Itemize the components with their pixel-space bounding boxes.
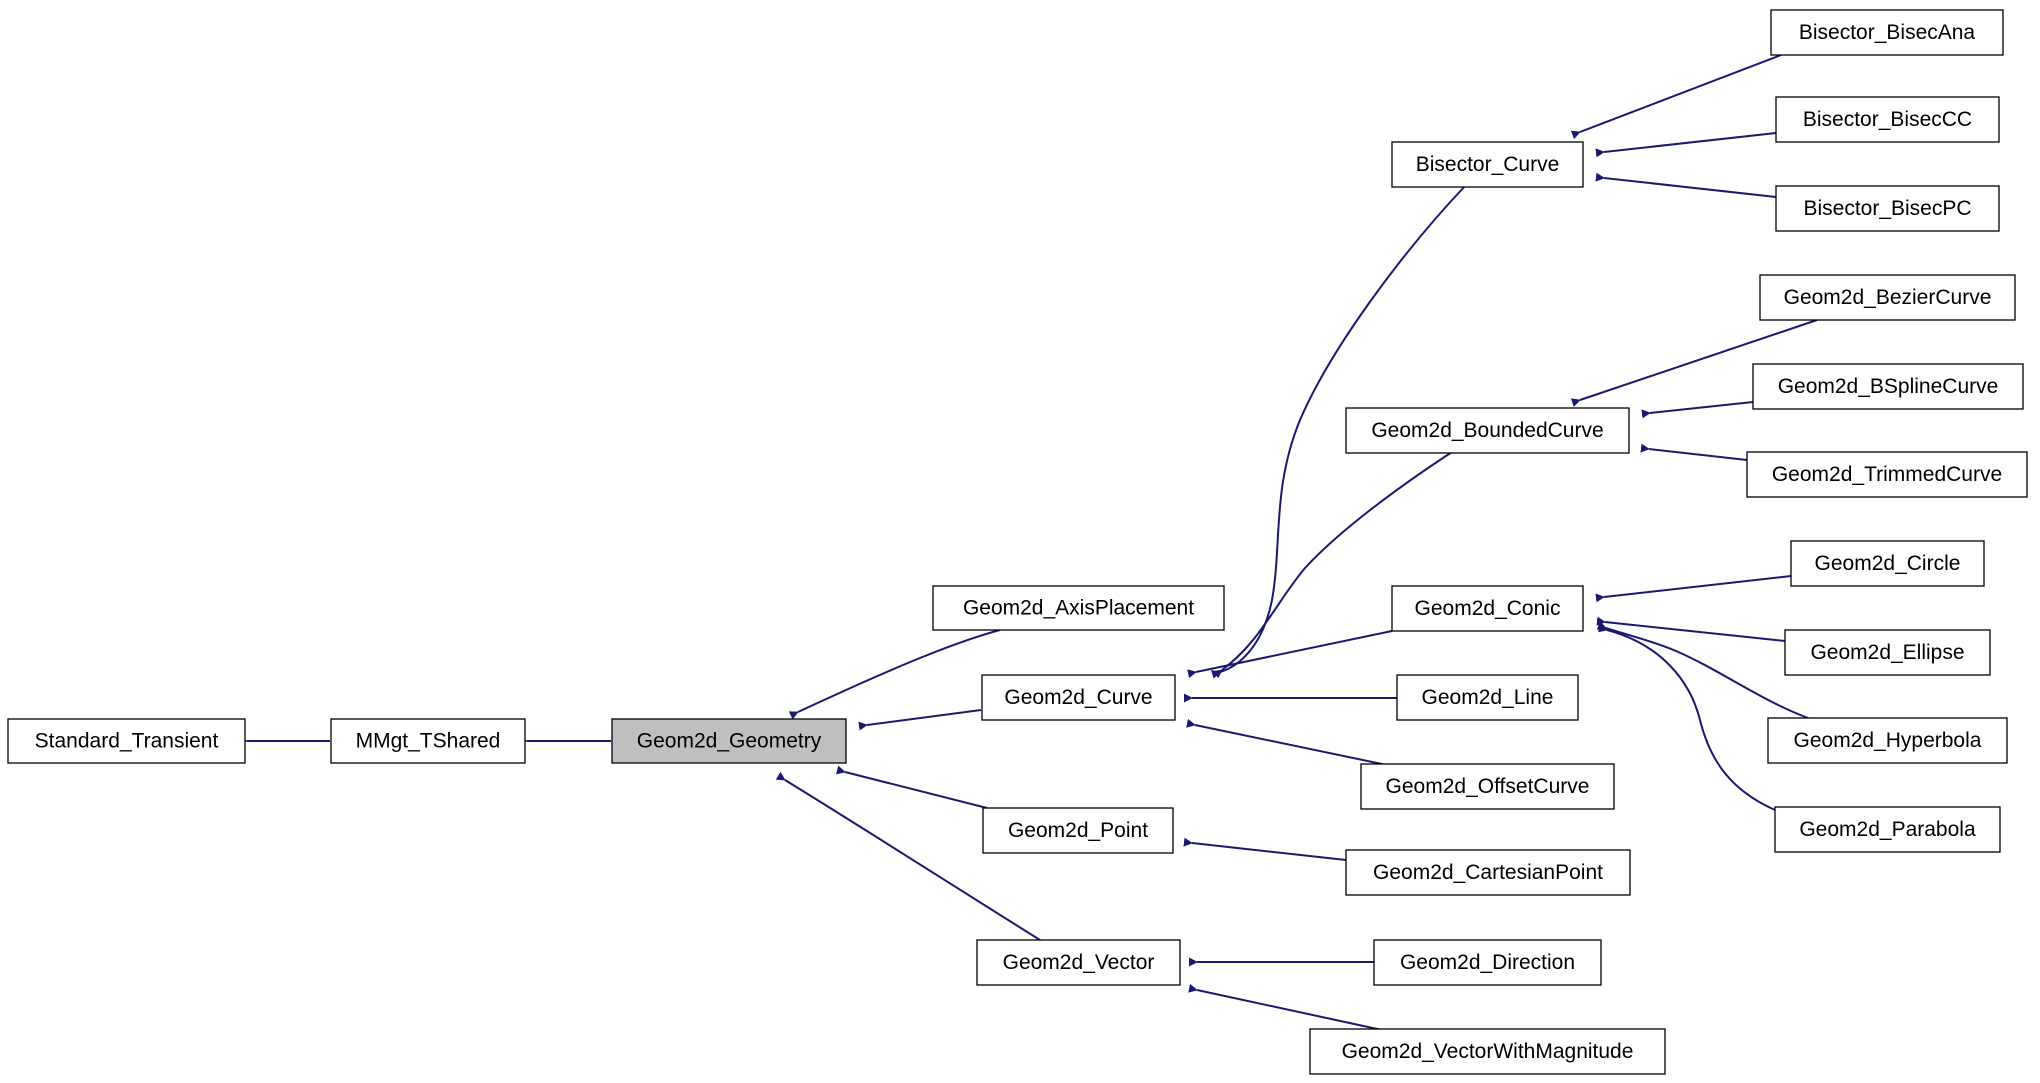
node-label: Bisector_BisecPC <box>1803 197 1971 220</box>
node-geom2d-parabola[interactable]: Geom2d_Parabola <box>1774 806 2001 853</box>
edge-bisector-curve-to-geom2d-curve <box>1210 185 1466 679</box>
node-geom2d-direction[interactable]: Geom2d_Direction <box>1373 939 1602 986</box>
edge-geom2d-trimmedcurve-to-geom2d-boundedcurve <box>1640 443 1748 461</box>
node-geom2d-trimmedcurve[interactable]: Geom2d_TrimmedCurve <box>1746 451 2028 498</box>
node-label: Geom2d_OffsetCurve <box>1386 775 1590 798</box>
node-geom2d-ellipse[interactable]: Geom2d_Ellipse <box>1784 629 1991 676</box>
edge-geom2d-point-to-geom2d-geometry <box>836 765 988 809</box>
node-geom2d-axisplacement[interactable]: Geom2d_AxisPlacement <box>932 585 1225 631</box>
edge-bisector-bisecpc-to-bisector-curve <box>1595 172 1777 198</box>
node-bisector-bisecCC[interactable]: Bisector_BisecCC <box>1775 96 2000 143</box>
edge-geom2d-axisplacement-to-geom2d-geometry <box>788 629 1001 720</box>
node-label: Geom2d_TrimmedCurve <box>1772 463 2002 486</box>
edge-geom2d-curve-to-geom2d-geometry <box>858 709 982 731</box>
node-geom2d-point[interactable]: Geom2d_Point <box>982 807 1174 854</box>
edge-geom2d-vectorwithmagnitude-to-geom2d-vector <box>1188 983 1383 1031</box>
node-label: Bisector_Curve <box>1416 153 1560 176</box>
node-label: Geom2d_AxisPlacement <box>963 597 1194 620</box>
node-geom2d-offsetcurve[interactable]: Geom2d_OffsetCurve <box>1360 763 1615 810</box>
edge-geom2d-ellipse-to-geom2d-conic <box>1596 616 1786 642</box>
edge-geom2d-parabola-to-geom2d-conic <box>1598 623 1776 811</box>
edge-geom2d-hyperbola-to-geom2d-conic <box>1596 621 1809 719</box>
node-geom2d-line[interactable]: Geom2d_Line <box>1396 674 1579 721</box>
node-label: Geom2d_BoundedCurve <box>1371 419 1603 442</box>
node-label: Geom2d_BSplineCurve <box>1778 375 1999 398</box>
edge-geom2d-vector-to-geom2d-geometry <box>775 771 1041 941</box>
node-geom2d-beziercurve[interactable]: Geom2d_BezierCurve <box>1759 274 2016 321</box>
node-geom2d-vectorwithmagnitude[interactable]: Geom2d_VectorWithMagnitude <box>1309 1028 1666 1075</box>
node-label: Geom2d_Curve <box>1004 686 1152 709</box>
node-label: Standard_Transient <box>35 730 219 753</box>
edges-layer <box>238 54 1818 1031</box>
node-label: Geom2d_Line <box>1422 686 1554 709</box>
node-label: Geom2d_Vector <box>1003 951 1155 974</box>
node-label: Geom2d_Ellipse <box>1810 641 1964 664</box>
edge-geom2d-bsplinecurve-to-geom2d-boundedcurve <box>1641 401 1754 419</box>
edge-geom2d-offsetcurve-to-geom2d-curve <box>1186 718 1383 765</box>
node-label: Geom2d_Direction <box>1400 951 1575 974</box>
node-bisector-bisecpc[interactable]: Bisector_BisecPC <box>1775 185 2000 232</box>
nodes-layer: Standard_Transient MMgt_TShared Geom2d_G… <box>7 9 2028 1075</box>
node-label: Geom2d_Point <box>1008 819 1148 842</box>
node-geom2d-curve[interactable]: Geom2d_Curve <box>981 674 1176 721</box>
node-label: Geom2d_VectorWithMagnitude <box>1342 1040 1634 1063</box>
node-geom2d-vector[interactable]: Geom2d_Vector <box>976 939 1181 986</box>
edge-geom2d-cartesianpoint-to-geom2d-point <box>1183 837 1347 861</box>
node-label: Geom2d_BezierCurve <box>1784 286 1992 309</box>
node-geom2d-cartesianpoint[interactable]: Geom2d_CartesianPoint <box>1345 849 1631 896</box>
node-label: Bisector_BisecCC <box>1803 108 1972 131</box>
node-label: Geom2d_Circle <box>1815 552 1961 575</box>
node-geom2d-hyperbola[interactable]: Geom2d_Hyperbola <box>1767 717 2008 764</box>
node-geom2d-conic[interactable]: Geom2d_Conic <box>1391 585 1584 632</box>
node-geom2d-geometry[interactable]: Geom2d_Geometry <box>611 718 847 764</box>
edge-bisector-bisecana-to-bisector-curve <box>1570 54 1782 140</box>
node-label: Geom2d_Conic <box>1415 597 1561 620</box>
node-label: Geom2d_Parabola <box>1799 818 1976 841</box>
node-label: MMgt_TShared <box>356 730 501 753</box>
node-bisector-curve[interactable]: Bisector_Curve <box>1391 141 1584 188</box>
node-geom2d-boundedcurve[interactable]: Geom2d_BoundedCurve <box>1345 407 1630 454</box>
node-geom2d-circle[interactable]: Geom2d_Circle <box>1790 540 1985 587</box>
node-label: Bisector_BisecAna <box>1799 21 1976 44</box>
edge-geom2d-beziercurve-to-geom2d-boundedcurve <box>1570 319 1818 407</box>
node-bisector-bisecana[interactable]: Bisector_BisecAna <box>1770 9 2004 56</box>
edge-geom2d-boundedcurve-to-geom2d-curve <box>1212 451 1453 679</box>
node-label: Geom2d_Geometry <box>637 730 822 753</box>
edge-geom2d-circle-to-geom2d-conic <box>1595 575 1792 603</box>
node-label: Geom2d_Hyperbola <box>1794 729 1982 752</box>
node-mmgt-tshared[interactable]: MMgt_TShared <box>330 718 526 764</box>
edge-bisector-bisecpc-to-bisector-curve <box>1595 132 1777 158</box>
edge-geom2d-conic-to-geom2d-curve <box>1187 630 1393 679</box>
node-standard-transient[interactable]: Standard_Transient <box>7 718 246 764</box>
node-geom2d-bsplinecurve[interactable]: Geom2d_BSplineCurve <box>1752 363 2024 410</box>
node-label: Geom2d_CartesianPoint <box>1373 861 1603 884</box>
